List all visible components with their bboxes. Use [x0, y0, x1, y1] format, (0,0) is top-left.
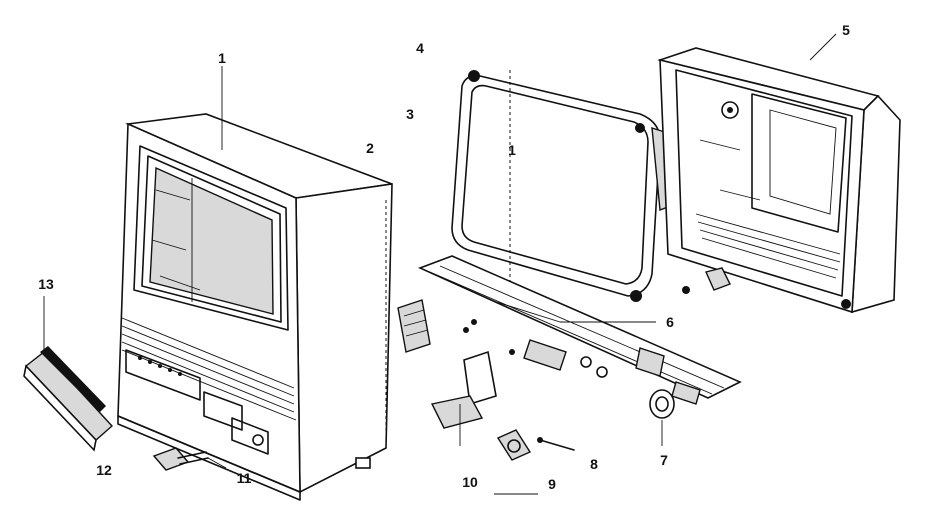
callout-6: 6: [666, 314, 674, 330]
back-cover: [657, 47, 901, 314]
stand-bracket: [430, 350, 497, 446]
callout-8: 8: [590, 456, 598, 472]
leader-lines: [600, 33, 837, 323]
callout-5: 5: [842, 22, 850, 38]
callout-1b: 1: [508, 142, 516, 158]
callout-4: 4: [416, 40, 424, 56]
tv-cabinet: [117, 66, 393, 501]
callout-13: 13: [38, 276, 54, 292]
chassis-board: [417, 255, 742, 405]
push-button: [152, 447, 227, 471]
callout-7: 7: [660, 452, 668, 468]
switch-bracket: [397, 299, 431, 353]
callout-12: 12: [96, 462, 112, 478]
callout-3: 3: [406, 106, 414, 122]
control-knob: [649, 389, 675, 446]
callout-11: 11: [236, 470, 252, 486]
callout-10: 10: [462, 474, 478, 490]
control-door: [23, 296, 114, 452]
callout-2: 2: [366, 140, 374, 156]
jack-assembly: [494, 429, 538, 495]
callout-9: 9: [548, 476, 556, 492]
screw: [537, 437, 575, 451]
callout-1: 1: [218, 50, 226, 66]
